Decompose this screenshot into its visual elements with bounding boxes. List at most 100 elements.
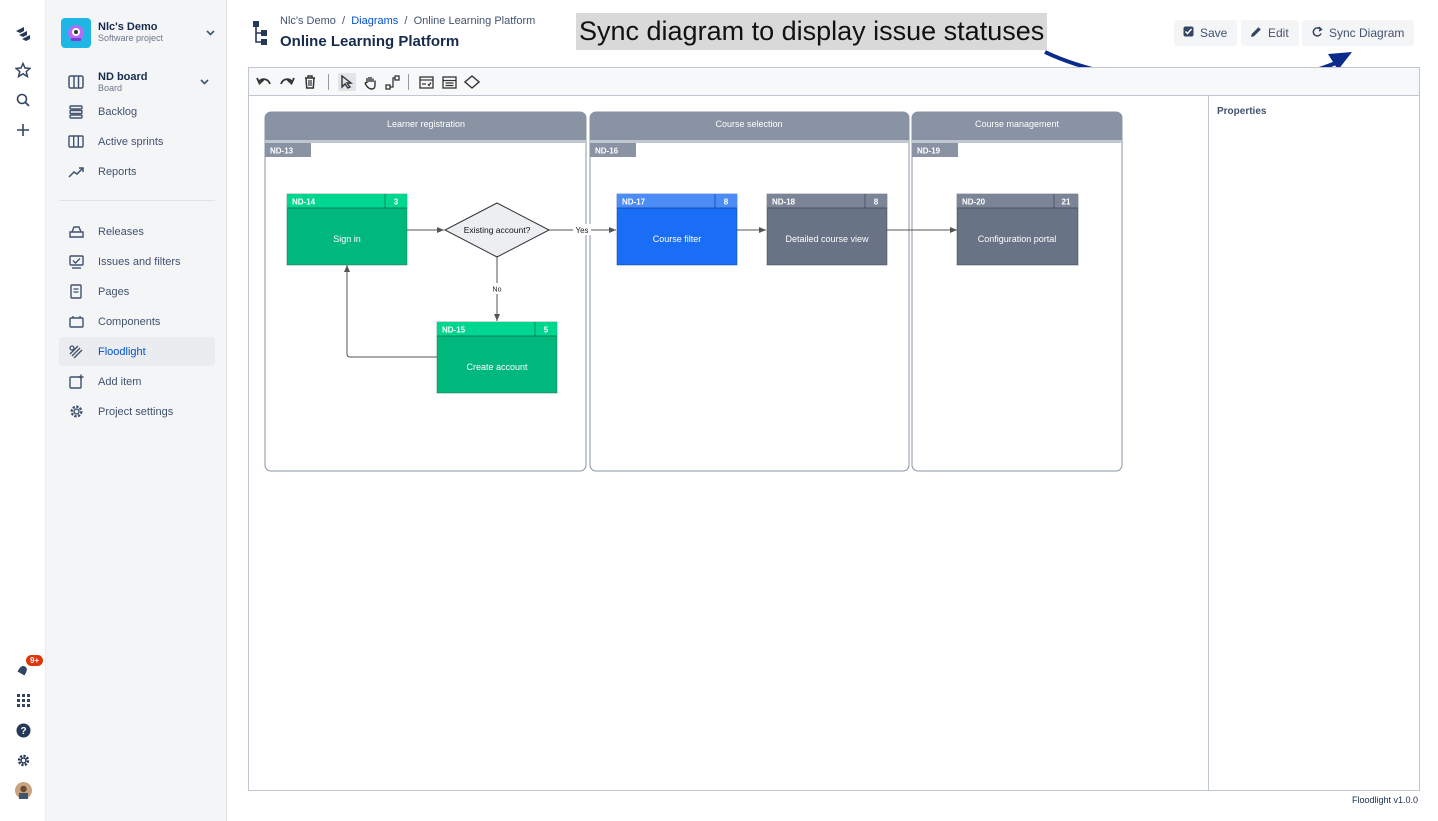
issue-card-tool-icon[interactable] <box>417 73 435 91</box>
connector-tool-icon[interactable] <box>383 73 401 91</box>
issue-card-nd-15[interactable]: ND-15 5 Create account <box>436 321 558 394</box>
svg-text:?: ? <box>20 726 26 737</box>
edit-button[interactable]: Edit <box>1241 20 1299 46</box>
sidebar-item-active-sprints[interactable]: Active sprints <box>59 127 215 156</box>
sidebar-item-add-item[interactable]: Add item <box>59 367 215 396</box>
redo-icon[interactable] <box>278 73 296 91</box>
gear-icon[interactable] <box>13 750 33 770</box>
sync-diagram-button[interactable]: Sync Diagram <box>1302 20 1415 46</box>
sidebar-item-issues[interactable]: Issues and filters <box>59 247 215 276</box>
lane-key: ND-16 <box>595 147 619 156</box>
no-label: No <box>493 287 502 294</box>
issue-card-nd-18[interactable]: ND-18 8 Detailed course view <box>766 193 888 266</box>
svg-text:Sign in: Sign in <box>333 234 361 244</box>
sidebar-item-label: Floodlight <box>98 345 146 358</box>
releases-icon <box>68 224 84 240</box>
diagram-icon <box>252 20 268 51</box>
breadcrumb: Nlc's Demo / Diagrams / Online Learning … <box>280 15 535 27</box>
chevron-down-icon[interactable] <box>200 77 209 88</box>
sprints-icon <box>68 134 84 150</box>
project-sidebar: Nlc's Demo Software project ND board Boa… <box>46 0 227 821</box>
swimlane-learner-registration[interactable]: Learner registration ND-13 <box>264 111 587 472</box>
svg-text:21: 21 <box>1062 198 1071 207</box>
sidebar-item-label: Backlog <box>98 105 138 118</box>
sync-icon <box>1311 26 1323 41</box>
svg-text:8: 8 <box>724 198 729 207</box>
chevron-down-icon[interactable] <box>206 28 215 39</box>
lane-key: ND-13 <box>270 147 294 156</box>
issue-card-nd-17[interactable]: ND-17 8 Course filter <box>616 193 738 266</box>
search-icon[interactable] <box>13 90 33 110</box>
svg-text:8: 8 <box>874 198 879 207</box>
decision-node[interactable]: Existing account? <box>443 202 551 258</box>
sidebar-item-label: Releases <box>98 225 144 238</box>
settings-icon <box>68 404 84 420</box>
editor-toolbar <box>249 68 1419 96</box>
sidebar-item-label: Issues and filters <box>98 255 181 268</box>
properties-title: Properties <box>1217 106 1267 117</box>
decision-tool-icon[interactable] <box>463 73 481 91</box>
tutorial-callout: Sync diagram to display issue statuses <box>576 13 1048 50</box>
sidebar-item-reports[interactable]: Reports <box>59 157 215 186</box>
jira-logo-icon[interactable] <box>13 24 33 44</box>
sidebar-item-floodlight[interactable]: Floodlight <box>59 337 215 366</box>
project-switcher[interactable]: Nlc's Demo Software project <box>61 17 221 49</box>
sidebar-item-project-settings[interactable]: Project settings <box>59 397 215 426</box>
swimlane-course-selection[interactable]: Course selection ND-16 <box>589 111 910 472</box>
svg-text:5: 5 <box>544 326 549 335</box>
sidebar-item-label: Reports <box>98 165 137 178</box>
backlog-icon <box>68 104 84 120</box>
sidebar-item-label: Active sprints <box>98 135 164 148</box>
sidebar-item-label: Add item <box>98 375 142 388</box>
swimlane-course-management[interactable]: Course management ND-19 <box>911 111 1123 472</box>
issues-icon <box>68 254 84 270</box>
svg-text:ND-15: ND-15 <box>442 326 466 335</box>
sidebar-item-label: Project settings <box>98 405 174 418</box>
project-type: Software project <box>98 33 164 43</box>
diagram-canvas[interactable]: Learner registration ND-13 Course select… <box>249 96 1208 790</box>
pan-hand-icon[interactable] <box>361 73 379 91</box>
lane-title: Course management <box>975 119 1060 129</box>
connectors: Yes No <box>344 224 957 358</box>
issue-card-nd-14[interactable]: ND-14 3 Sign in <box>286 193 408 266</box>
save-button[interactable]: Save <box>1174 20 1238 46</box>
global-nav: 9+ ? <box>0 0 46 821</box>
swimlane-tool-icon[interactable] <box>440 73 458 91</box>
board-type: Board <box>98 82 123 93</box>
properties-panel: Properties <box>1208 96 1419 790</box>
help-icon[interactable]: ? <box>13 720 33 740</box>
star-icon[interactable] <box>13 60 33 80</box>
add-item-icon <box>68 374 84 390</box>
flow-diagram[interactable]: Learner registration ND-13 Course select… <box>249 96 1208 790</box>
pointer-tool-icon[interactable] <box>338 73 356 91</box>
svg-text:ND-20: ND-20 <box>962 198 986 207</box>
trash-icon[interactable] <box>301 73 319 91</box>
sidebar-item-components[interactable]: Components <box>59 307 215 336</box>
toolbar-divider <box>328 74 329 90</box>
svg-text:Create account: Create account <box>466 362 528 372</box>
board-switcher[interactable]: ND board Board <box>59 67 215 97</box>
sidebar-item-label: Pages <box>98 285 130 298</box>
lane-title: Learner registration <box>387 119 465 129</box>
notifications-icon[interactable] <box>13 660 33 680</box>
breadcrumb-diagrams-link[interactable]: Diagrams <box>351 15 399 27</box>
toolbar-divider <box>408 74 409 90</box>
sidebar-item-backlog[interactable]: Backlog <box>59 97 215 126</box>
yes-label: Yes <box>575 226 588 235</box>
version-footer: Floodlight v1.0.0 <box>1351 795 1418 805</box>
svg-text:3: 3 <box>394 198 399 207</box>
undo-icon[interactable] <box>255 73 273 91</box>
checkbox-icon <box>1183 26 1194 40</box>
svg-text:Configuration portal: Configuration portal <box>978 234 1057 244</box>
app-switcher-icon[interactable] <box>13 690 33 710</box>
breadcrumb-project[interactable]: Nlc's Demo <box>280 15 336 27</box>
breadcrumb-current: Online Learning Platform <box>413 15 536 27</box>
svg-text:Course filter: Course filter <box>653 234 702 244</box>
avatar[interactable] <box>13 780 33 800</box>
svg-text:Existing account?: Existing account? <box>464 225 531 235</box>
sidebar-item-releases[interactable]: Releases <box>59 217 215 246</box>
page-title: Online Learning Platform <box>280 33 460 50</box>
issue-card-nd-20[interactable]: ND-20 21 Configuration portal <box>956 193 1079 266</box>
sidebar-item-pages[interactable]: Pages <box>59 277 215 306</box>
create-icon[interactable] <box>13 120 33 140</box>
